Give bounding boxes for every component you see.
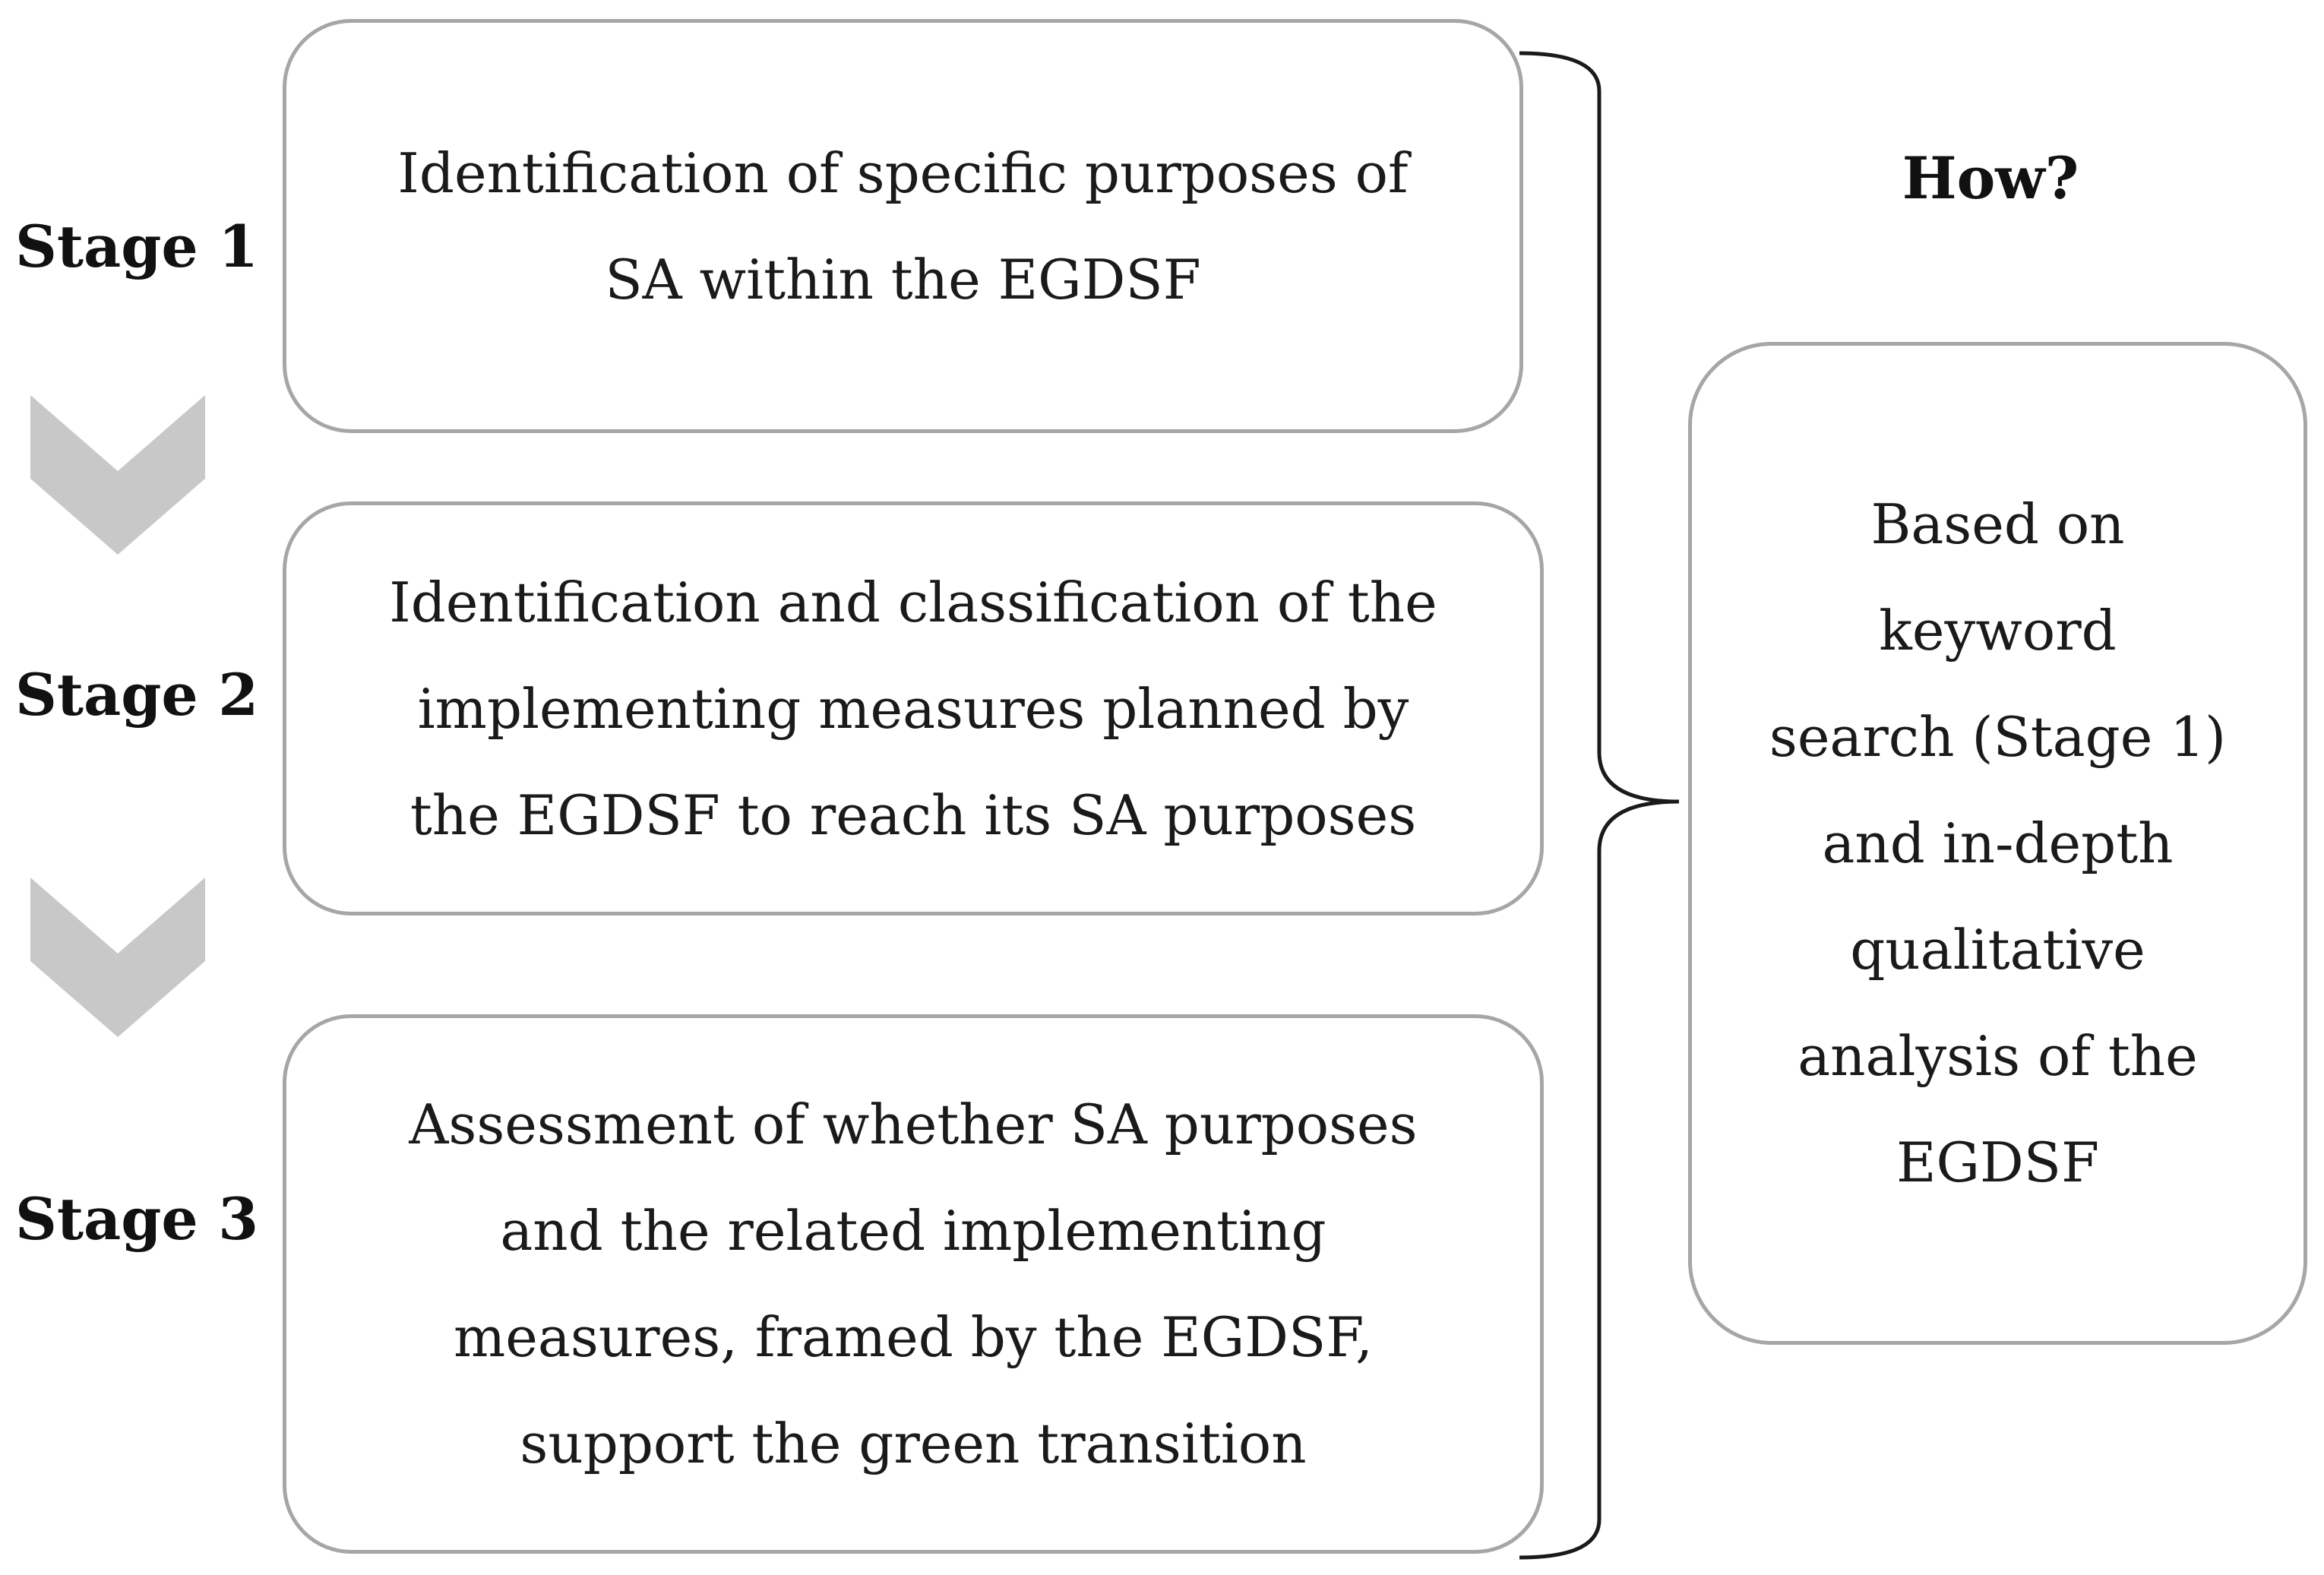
stage-1-label: Stage 1 [15,213,259,280]
how-box: Based on keyword search (Stage 1) and in… [1688,342,2307,1345]
curly-bracket [1519,51,1680,1560]
stage-2-description: Identification and classification of the… [389,570,1437,847]
chevron-down-icon [30,395,205,555]
how-label: How? [1902,144,2079,212]
stage-1-box: Identification of specific purposes of S… [283,19,1523,433]
stage-2-label: Stage 2 [15,661,259,729]
stage-3-description: Assessment of whether SA purposes and th… [409,1093,1418,1475]
stage-3-label: Stage 3 [15,1185,259,1253]
stage-1-description: Identification of specific purposes of S… [397,141,1409,312]
stage-2-box: Identification and classification of the… [283,501,1544,916]
stage-3-box: Assessment of whether SA purposes and th… [283,1014,1544,1554]
chevron-down-icon [30,878,205,1037]
how-description: Based on keyword search (Stage 1) and in… [1769,492,2227,1194]
